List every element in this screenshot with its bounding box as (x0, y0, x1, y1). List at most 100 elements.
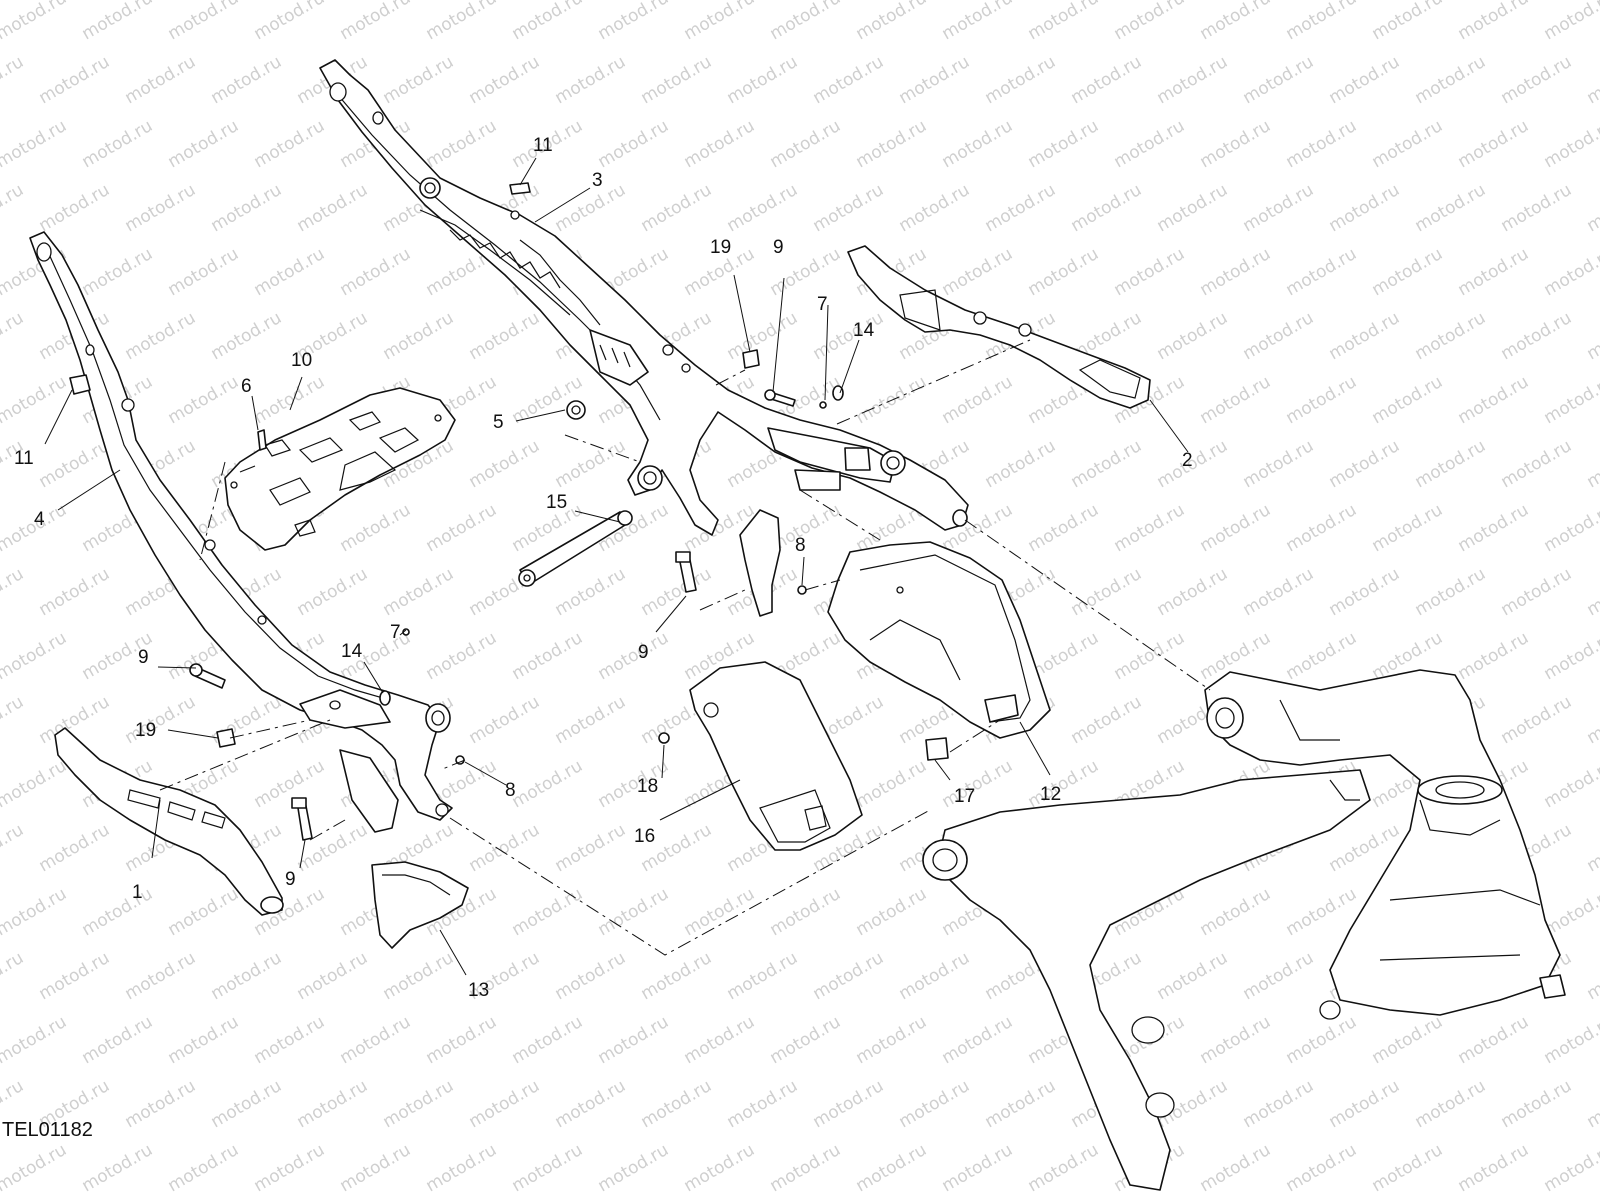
watermark-text: motod.ru (0, 692, 27, 748)
watermark-text: motod.ru (466, 52, 544, 108)
watermark-text: motod.ru (810, 308, 888, 364)
watermark-text: motod.ru (1498, 1076, 1576, 1132)
part-4-left-rail (29, 231, 453, 833)
watermark-text: motod.ru (1584, 308, 1600, 364)
watermark-text: motod.ru (466, 1076, 544, 1132)
watermark-text: motod.ru (853, 1140, 931, 1196)
watermark-text: motod.ru (1283, 244, 1361, 300)
watermark-text: motod.ru (208, 52, 286, 108)
watermark-text: motod.ru (724, 948, 802, 1004)
watermark-text: motod.ru (810, 180, 888, 236)
watermark-text: motod.ru (595, 1012, 673, 1068)
watermark-text: motod.ru (1455, 244, 1533, 300)
watermark-text: motod.ru (1584, 948, 1600, 1004)
watermark-text: motod.ru (638, 948, 716, 1004)
watermark-text: motod.ru (724, 180, 802, 236)
watermark-text: motod.ru (1068, 436, 1146, 492)
callout-2: 2 (1182, 450, 1193, 471)
watermark-text: motod.ru (552, 1076, 630, 1132)
watermark-text: motod.ru (423, 1140, 501, 1196)
callout-14-left: 14 (341, 641, 363, 662)
watermark-text: motod.ru (1197, 372, 1275, 428)
part-1-lower-cover (54, 727, 284, 916)
watermark-text: motod.ru (724, 52, 802, 108)
callout-6: 6 (241, 376, 252, 397)
watermark-text: motod.ru (1197, 0, 1275, 44)
callout-15: 15 (546, 492, 567, 513)
watermark-text: motod.ru (595, 1140, 673, 1196)
watermark-text: motod.ru (509, 1012, 587, 1068)
watermark-text: motod.ru (165, 0, 243, 44)
watermark-text: motod.ru (1541, 756, 1600, 812)
part-15-link-rod (518, 510, 633, 587)
watermark-text: motod.ru (552, 692, 630, 748)
watermark-text: motod.ru (0, 756, 70, 812)
watermark-text: motod.ru (208, 948, 286, 1004)
watermark-text: motod.ru (122, 180, 200, 236)
callout-11-top: 11 (533, 135, 553, 156)
watermark-text: motod.ru (1369, 372, 1447, 428)
watermark-text: motod.ru (767, 0, 845, 44)
watermark-text: motod.ru (208, 308, 286, 364)
callout-19-left: 19 (135, 720, 156, 741)
watermark-text: motod.ru (423, 500, 501, 556)
watermark-text: motod.ru (1283, 116, 1361, 172)
watermark-text: motod.ru (36, 820, 114, 876)
watermark-text: motod.ru (509, 628, 587, 684)
watermark-text: motod.ru (939, 0, 1017, 44)
watermark-text: motod.ru (294, 180, 372, 236)
watermark-text: motod.ru (1541, 628, 1600, 684)
watermark-text: motod.ru (1197, 1140, 1275, 1196)
watermark-text: motod.ru (1068, 564, 1146, 620)
watermark-text: motod.ru (1455, 372, 1533, 428)
watermark-text: motod.ru (466, 820, 544, 876)
watermark-text: motod.ru (1197, 244, 1275, 300)
watermark-text: motod.ru (939, 244, 1017, 300)
watermark-text: motod.ru (1369, 0, 1447, 44)
watermark-text: motod.ru (466, 436, 544, 492)
watermark-text: motod.ru (982, 52, 1060, 108)
watermark-text: motod.ru (1154, 52, 1232, 108)
watermark-text: motod.ru (1326, 564, 1404, 620)
watermark-text: motod.ru (122, 1076, 200, 1132)
watermark-text: motod.ru (1498, 564, 1576, 620)
watermark-text: motod.ru (0, 372, 70, 428)
watermark-text: motod.ru (294, 1076, 372, 1132)
watermark-text: motod.ru (337, 1012, 415, 1068)
watermark-text: motod.ru (1412, 564, 1490, 620)
watermark-text: motod.ru (1584, 180, 1600, 236)
watermark-text: motod.ru (509, 884, 587, 940)
watermark-text: motod.ru (1111, 244, 1189, 300)
hardware (69, 182, 949, 841)
watermark-text: motod.ru (380, 948, 458, 1004)
watermark-text: motod.ru (1283, 372, 1361, 428)
callout-13: 13 (468, 980, 489, 1001)
watermark-text: motod.ru (1197, 116, 1275, 172)
watermark-text: motod.ru (1326, 180, 1404, 236)
watermark-text: motod.ru (939, 372, 1017, 428)
watermark-text: motod.ru (337, 1140, 415, 1196)
watermark-text: motod.ru (79, 1012, 157, 1068)
watermark-text: motod.ru (1197, 1012, 1275, 1068)
watermark-text: motod.ru (1541, 1012, 1600, 1068)
callout-7-left: 7 (390, 622, 401, 643)
callout-9-center: 9 (638, 642, 649, 663)
watermark-text: motod.ru (1025, 244, 1103, 300)
watermark-text: motod.ru (36, 948, 114, 1004)
watermark-text: motod.ru (0, 1140, 70, 1196)
watermark-text: motod.ru (552, 180, 630, 236)
watermark-text: motod.ru (294, 564, 372, 620)
callout-9-bottom: 9 (285, 869, 296, 890)
watermark-text: motod.ru (423, 628, 501, 684)
watermark-text: motod.ru (1240, 1076, 1318, 1132)
watermark-text: motod.ru (1025, 500, 1103, 556)
watermark-text: motod.ru (36, 436, 114, 492)
watermark-text: motod.ru (36, 52, 114, 108)
watermark-text: motod.ru (1283, 1140, 1361, 1196)
part-3-upper-rail (319, 59, 969, 536)
watermark-text: motod.ru (208, 180, 286, 236)
watermark-text: motod.ru (638, 180, 716, 236)
watermark-text: motod.ru (982, 1076, 1060, 1132)
watermark-text: motod.ru (681, 884, 759, 940)
